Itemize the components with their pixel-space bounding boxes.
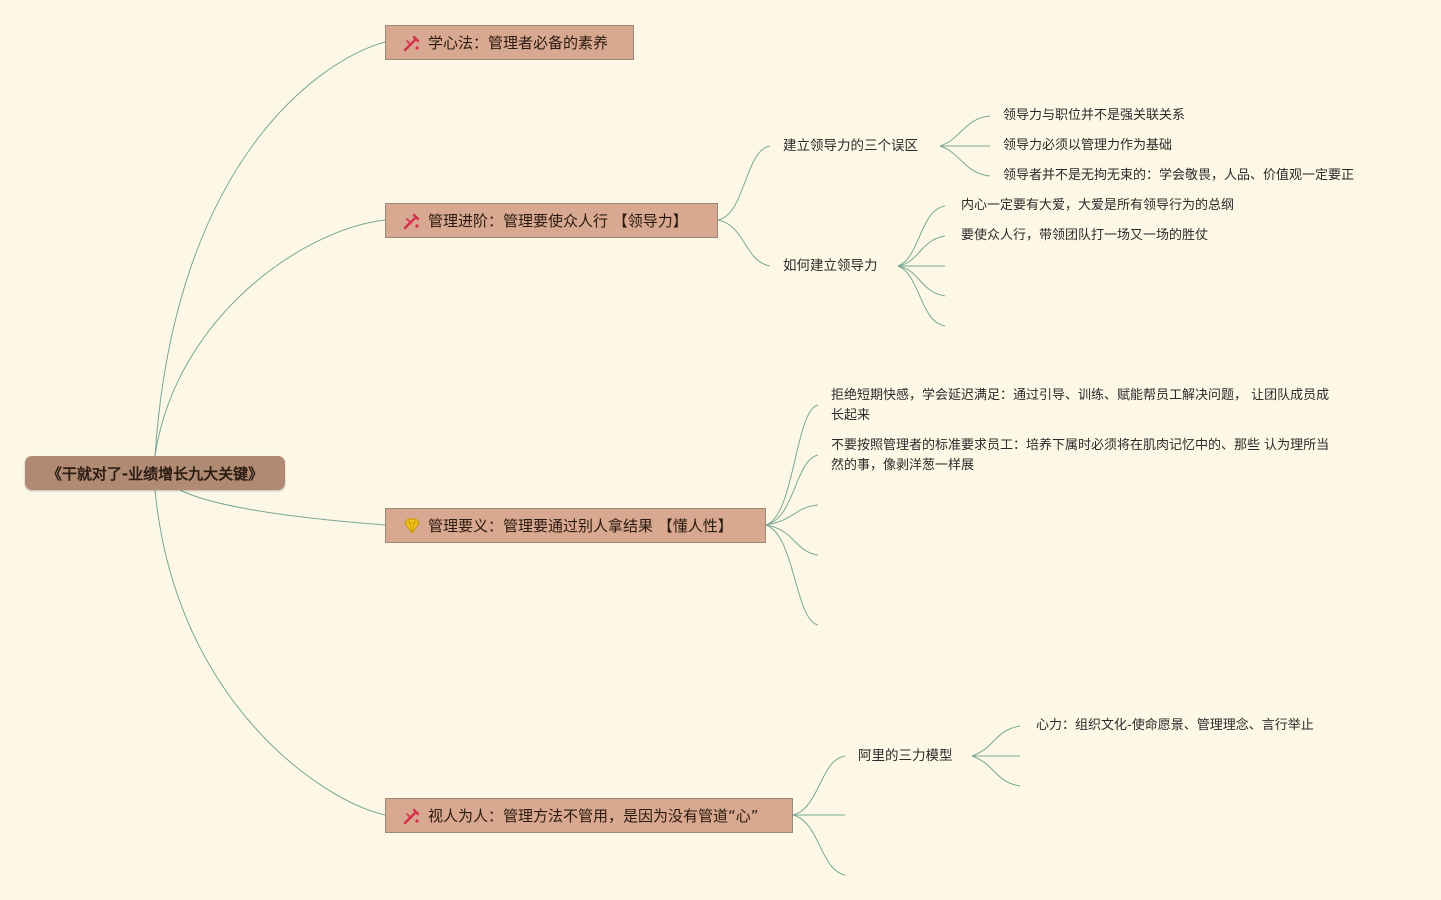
connector-b3-l4 (765, 524, 819, 556)
connector-s1-l1 (939, 115, 991, 147)
branch-node-4[interactable]: 视人为人：管理方法不管用，是因为没有管道“心” (385, 798, 793, 833)
branch-label-3: 管理要义：管理要通过别人拿结果 【懂人性】 (428, 517, 733, 535)
leaf-b4-s1-1[interactable]: 心力：组织文化-使命愿景、管理理念、言行举止 (1036, 718, 1314, 733)
branch-label-4: 视人为人：管理方法不管用，是因为没有管道“心” (428, 807, 759, 825)
subtopic-build-leadership[interactable]: 如何建立领导力 (783, 258, 878, 274)
connector-b4-l3 (792, 814, 846, 876)
connector-s2-l5 (897, 265, 946, 327)
leaf-b2-s1-3[interactable]: 领导者并不是无拘无束的：学会敬畏，人品、价值观一定要正 (1003, 168, 1355, 183)
connector-root-b3 (179, 489, 386, 526)
connector-b3-l2 (765, 454, 819, 526)
branch-label-2: 管理进阶：管理要使众人行 【领导力】 (428, 212, 688, 230)
connector-b3-l5 (765, 524, 819, 626)
leaf-b2-s2-1[interactable]: 内心一定要有大爱，大爱是所有领导行为的总纲 (961, 198, 1235, 213)
branch-label-1: 学心法：管理者必备的素养 (428, 34, 609, 52)
connector-s2-l2 (897, 235, 946, 267)
connector-b3-l3 (765, 504, 819, 526)
leaf-b2-s2-2[interactable]: 要使众人行，带领团队打一场又一场的胜仗 (961, 228, 1209, 243)
leaf-b2-s1-1[interactable]: 领导力与职位并不是强关联关系 (1003, 108, 1186, 123)
leaf-b3-1[interactable]: 拒绝短期快感，学会延迟满足：通过引导、训练、赋能帮员工解决问题， 让团队成员成长… (831, 388, 1330, 423)
pen-icon (402, 211, 422, 231)
connector-root-b4 (154, 489, 386, 816)
connector-s2-l1 (897, 205, 946, 267)
leaf-b2-s1-2[interactable]: 领导力必须以管理力作为基础 (1003, 138, 1173, 153)
connector-b4-s1 (792, 755, 846, 816)
root-node[interactable]: 《干就对了-业绩增长九大关键》 (25, 456, 285, 490)
connector-b2-s2 (717, 219, 771, 267)
leaf-b3-2[interactable]: 不要按照管理者的标准要求员工：培养下属时必须将在肌肉记忆中的、那些 认为理所当然… (831, 438, 1330, 473)
connector-s1-l3 (939, 145, 991, 177)
connector-root-b1 (154, 41, 386, 457)
connector-s3-l1 (971, 725, 1021, 757)
connector-b3-l1 (765, 404, 819, 526)
root-title: 《干就对了-业绩增长九大关键》 (46, 464, 264, 483)
branch-node-3[interactable]: 管理要义：管理要通过别人拿结果 【懂人性】 (385, 508, 766, 543)
connector-s3-l3 (971, 755, 1021, 787)
pen-icon (402, 806, 422, 826)
branch-node-1[interactable]: 学心法：管理者必备的素养 (385, 25, 634, 60)
subtopic-ali-three-force-model[interactable]: 阿里的三力模型 (858, 748, 953, 764)
pen-icon (402, 33, 422, 53)
connector-s2-l4 (897, 265, 946, 297)
subtopic-leadership-mistakes[interactable]: 建立领导力的三个误区 (783, 138, 918, 154)
connector-root-b2 (154, 219, 386, 457)
connector-b2-s1 (717, 145, 771, 221)
branch-node-2[interactable]: 管理进阶：管理要使众人行 【领导力】 (385, 203, 718, 238)
diamond-icon (402, 516, 422, 536)
